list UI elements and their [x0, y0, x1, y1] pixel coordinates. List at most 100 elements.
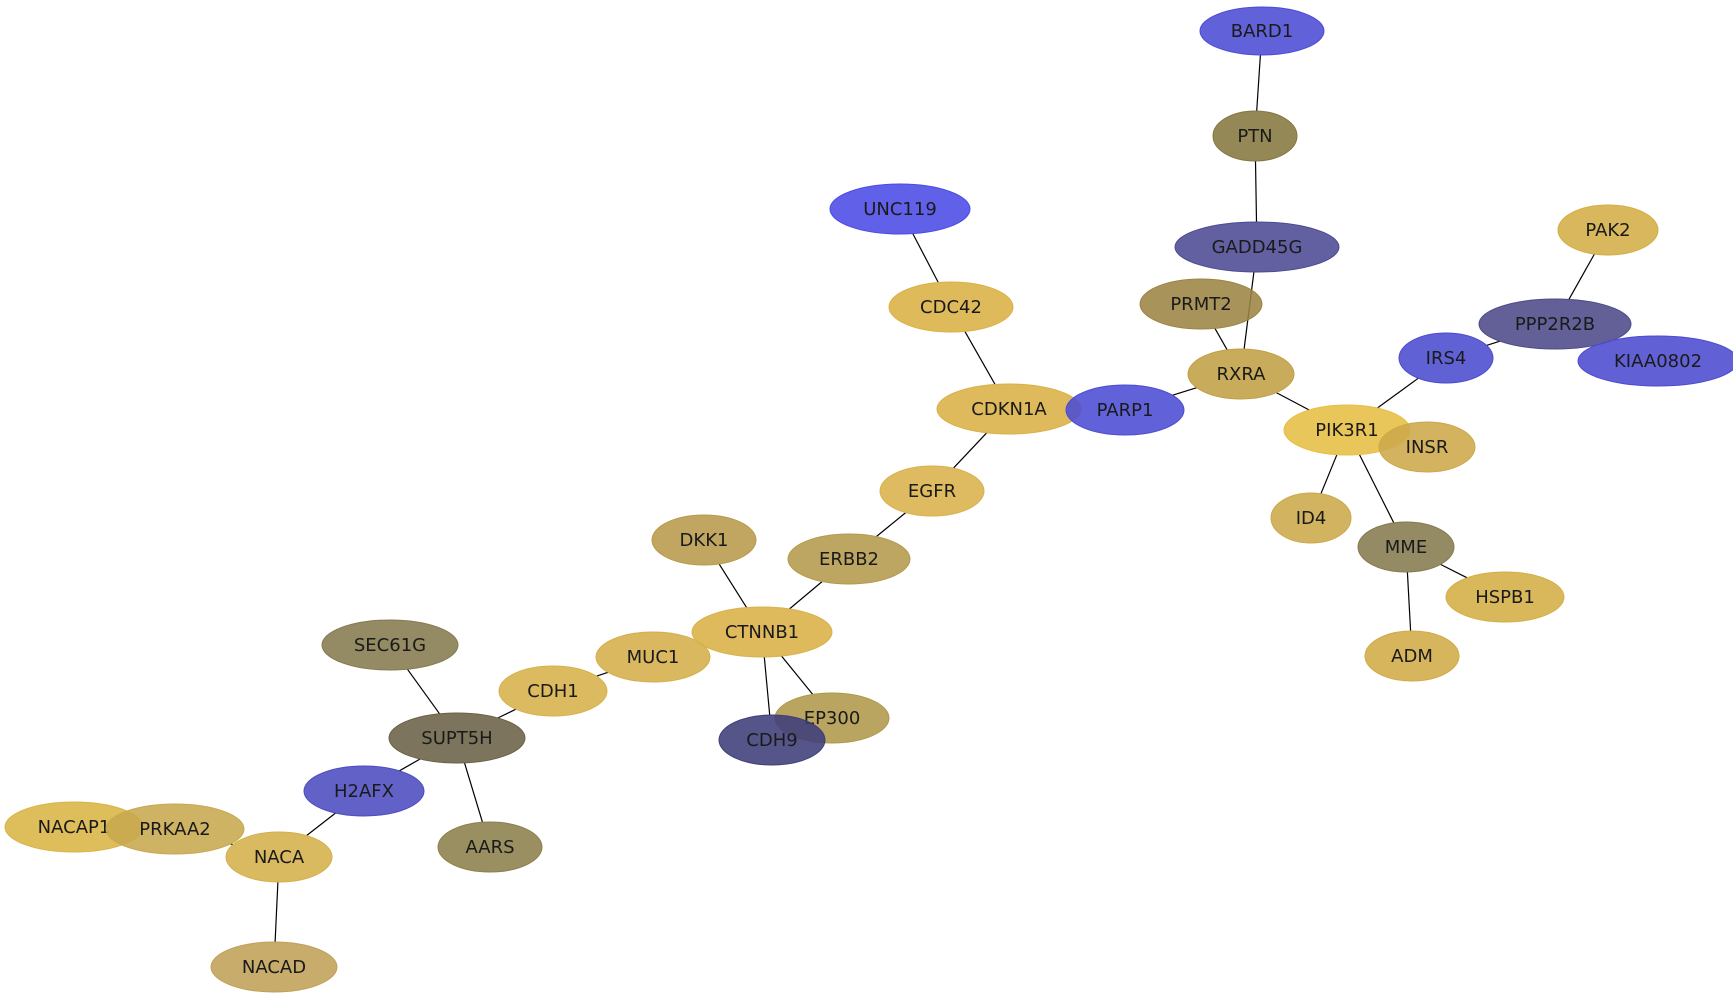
edge-unc119-cdc42: [912, 233, 939, 283]
node-shape[interactable]: [1174, 221, 1340, 273]
edge-irs4-pik3r1: [1376, 377, 1419, 409]
node-shape[interactable]: [1577, 335, 1733, 387]
edge-cdkn1a-egfr: [952, 432, 988, 469]
node-insr[interactable]: INSR: [1378, 421, 1476, 473]
node-label: EGFR: [908, 481, 956, 502]
node-nacad[interactable]: NACAD: [210, 941, 338, 993]
node-pak2[interactable]: PAK2: [1557, 204, 1659, 256]
edge-pik3r1-mme: [1358, 454, 1395, 524]
node-shape[interactable]: [1357, 521, 1455, 573]
node-shape[interactable]: [225, 831, 333, 883]
node-shape[interactable]: [388, 712, 526, 764]
node-aars[interactable]: AARS: [437, 821, 543, 873]
edge-pak2-ppp2r2b: [1568, 253, 1595, 300]
node-ppp2r2b[interactable]: PPP2R2B: [1478, 298, 1632, 350]
node-label: PTN: [1237, 126, 1272, 147]
node-adm[interactable]: ADM: [1364, 630, 1460, 682]
node-cdkn1a[interactable]: CDKN1A: [936, 383, 1082, 435]
node-prmt2[interactable]: PRMT2: [1139, 278, 1263, 330]
node-label: PARP1: [1097, 400, 1154, 421]
node-ctnnb1[interactable]: CTNNB1: [691, 606, 833, 658]
edge-h2afx-naca: [306, 812, 336, 837]
node-cdh1[interactable]: CDH1: [498, 665, 608, 717]
node-irs4[interactable]: IRS4: [1398, 332, 1494, 384]
edge-supt5h-aars: [463, 762, 484, 823]
node-label: CDH1: [527, 681, 578, 702]
edge-layer: [230, 54, 1595, 943]
node-sec61g[interactable]: SEC61G: [321, 619, 459, 671]
node-ptn[interactable]: PTN: [1212, 110, 1298, 162]
node-label: DKK1: [680, 530, 729, 551]
node-shape[interactable]: [888, 281, 1014, 333]
node-cdh9[interactable]: CDH9: [718, 714, 826, 766]
node-dkk1[interactable]: DKK1: [651, 514, 757, 566]
node-muc1[interactable]: MUC1: [595, 631, 711, 683]
node-label: UNC119: [863, 199, 937, 220]
node-h2afx[interactable]: H2AFX: [303, 765, 425, 817]
edge-prmt2-rxra: [1214, 328, 1228, 351]
node-label: CDC42: [920, 297, 982, 318]
edge-mme-hspb1: [1440, 563, 1468, 579]
node-label: MME: [1385, 537, 1427, 558]
node-parp1[interactable]: PARP1: [1065, 384, 1185, 436]
node-shape[interactable]: [303, 765, 425, 817]
node-hspb1[interactable]: HSPB1: [1445, 571, 1565, 623]
node-shape[interactable]: [210, 941, 338, 993]
node-mme[interactable]: MME: [1357, 521, 1455, 573]
node-id4[interactable]: ID4: [1270, 492, 1352, 544]
node-shape[interactable]: [1065, 384, 1185, 436]
node-shape[interactable]: [1398, 332, 1494, 384]
node-shape[interactable]: [691, 606, 833, 658]
node-shape[interactable]: [595, 631, 711, 683]
node-gadd45g[interactable]: GADD45G: [1174, 221, 1340, 273]
node-shape[interactable]: [1445, 571, 1565, 623]
node-shape[interactable]: [1212, 110, 1298, 162]
node-shape[interactable]: [321, 619, 459, 671]
edge-ctnnb1-cdh9: [763, 656, 771, 716]
node-label: ADM: [1391, 646, 1433, 667]
node-shape[interactable]: [1478, 298, 1632, 350]
node-label: HSPB1: [1475, 587, 1535, 608]
edge-erbb2-ctnnb1: [789, 581, 823, 610]
node-shape[interactable]: [105, 803, 245, 855]
node-label: CDH9: [746, 730, 797, 751]
node-label: INSR: [1406, 437, 1449, 458]
edge-ppp2r2b-irs4: [1486, 340, 1501, 346]
node-supt5h[interactable]: SUPT5H: [388, 712, 526, 764]
node-bard1[interactable]: BARD1: [1199, 6, 1325, 56]
node-shape[interactable]: [1139, 278, 1263, 330]
node-label: GADD45G: [1212, 237, 1303, 258]
edge-parp1-rxra: [1172, 387, 1197, 396]
node-shape[interactable]: [879, 465, 985, 517]
node-erbb2[interactable]: ERBB2: [787, 533, 911, 585]
node-prkaa2[interactable]: PRKAA2: [105, 803, 245, 855]
node-shape[interactable]: [1557, 204, 1659, 256]
node-label: RXRA: [1217, 364, 1267, 385]
node-shape[interactable]: [651, 514, 757, 566]
node-shape[interactable]: [1199, 6, 1325, 56]
node-naca[interactable]: NACA: [225, 831, 333, 883]
node-shape[interactable]: [1187, 348, 1295, 400]
node-shape[interactable]: [498, 665, 608, 717]
node-shape[interactable]: [1270, 492, 1352, 544]
node-cdc42[interactable]: CDC42: [888, 281, 1014, 333]
node-shape[interactable]: [437, 821, 543, 873]
node-shape[interactable]: [718, 714, 826, 766]
edge-bard1-ptn: [1256, 54, 1261, 112]
node-egfr[interactable]: EGFR: [879, 465, 985, 517]
edge-sec61g-supt5h: [406, 668, 441, 715]
node-shape[interactable]: [787, 533, 911, 585]
node-rxra[interactable]: RXRA: [1187, 348, 1295, 400]
node-unc119[interactable]: UNC119: [829, 183, 971, 235]
node-label: PPP2R2B: [1515, 314, 1595, 335]
node-shape[interactable]: [1378, 421, 1476, 473]
node-shape[interactable]: [829, 183, 971, 235]
node-label: BARD1: [1231, 21, 1293, 42]
node-shape[interactable]: [1364, 630, 1460, 682]
node-kiaa0802[interactable]: KIAA0802: [1577, 335, 1733, 387]
edge-naca-nacad: [274, 881, 279, 943]
node-label: NACAD: [242, 957, 306, 978]
edge-cdc42-cdkn1a: [964, 331, 996, 385]
node-label: ID4: [1296, 508, 1327, 529]
